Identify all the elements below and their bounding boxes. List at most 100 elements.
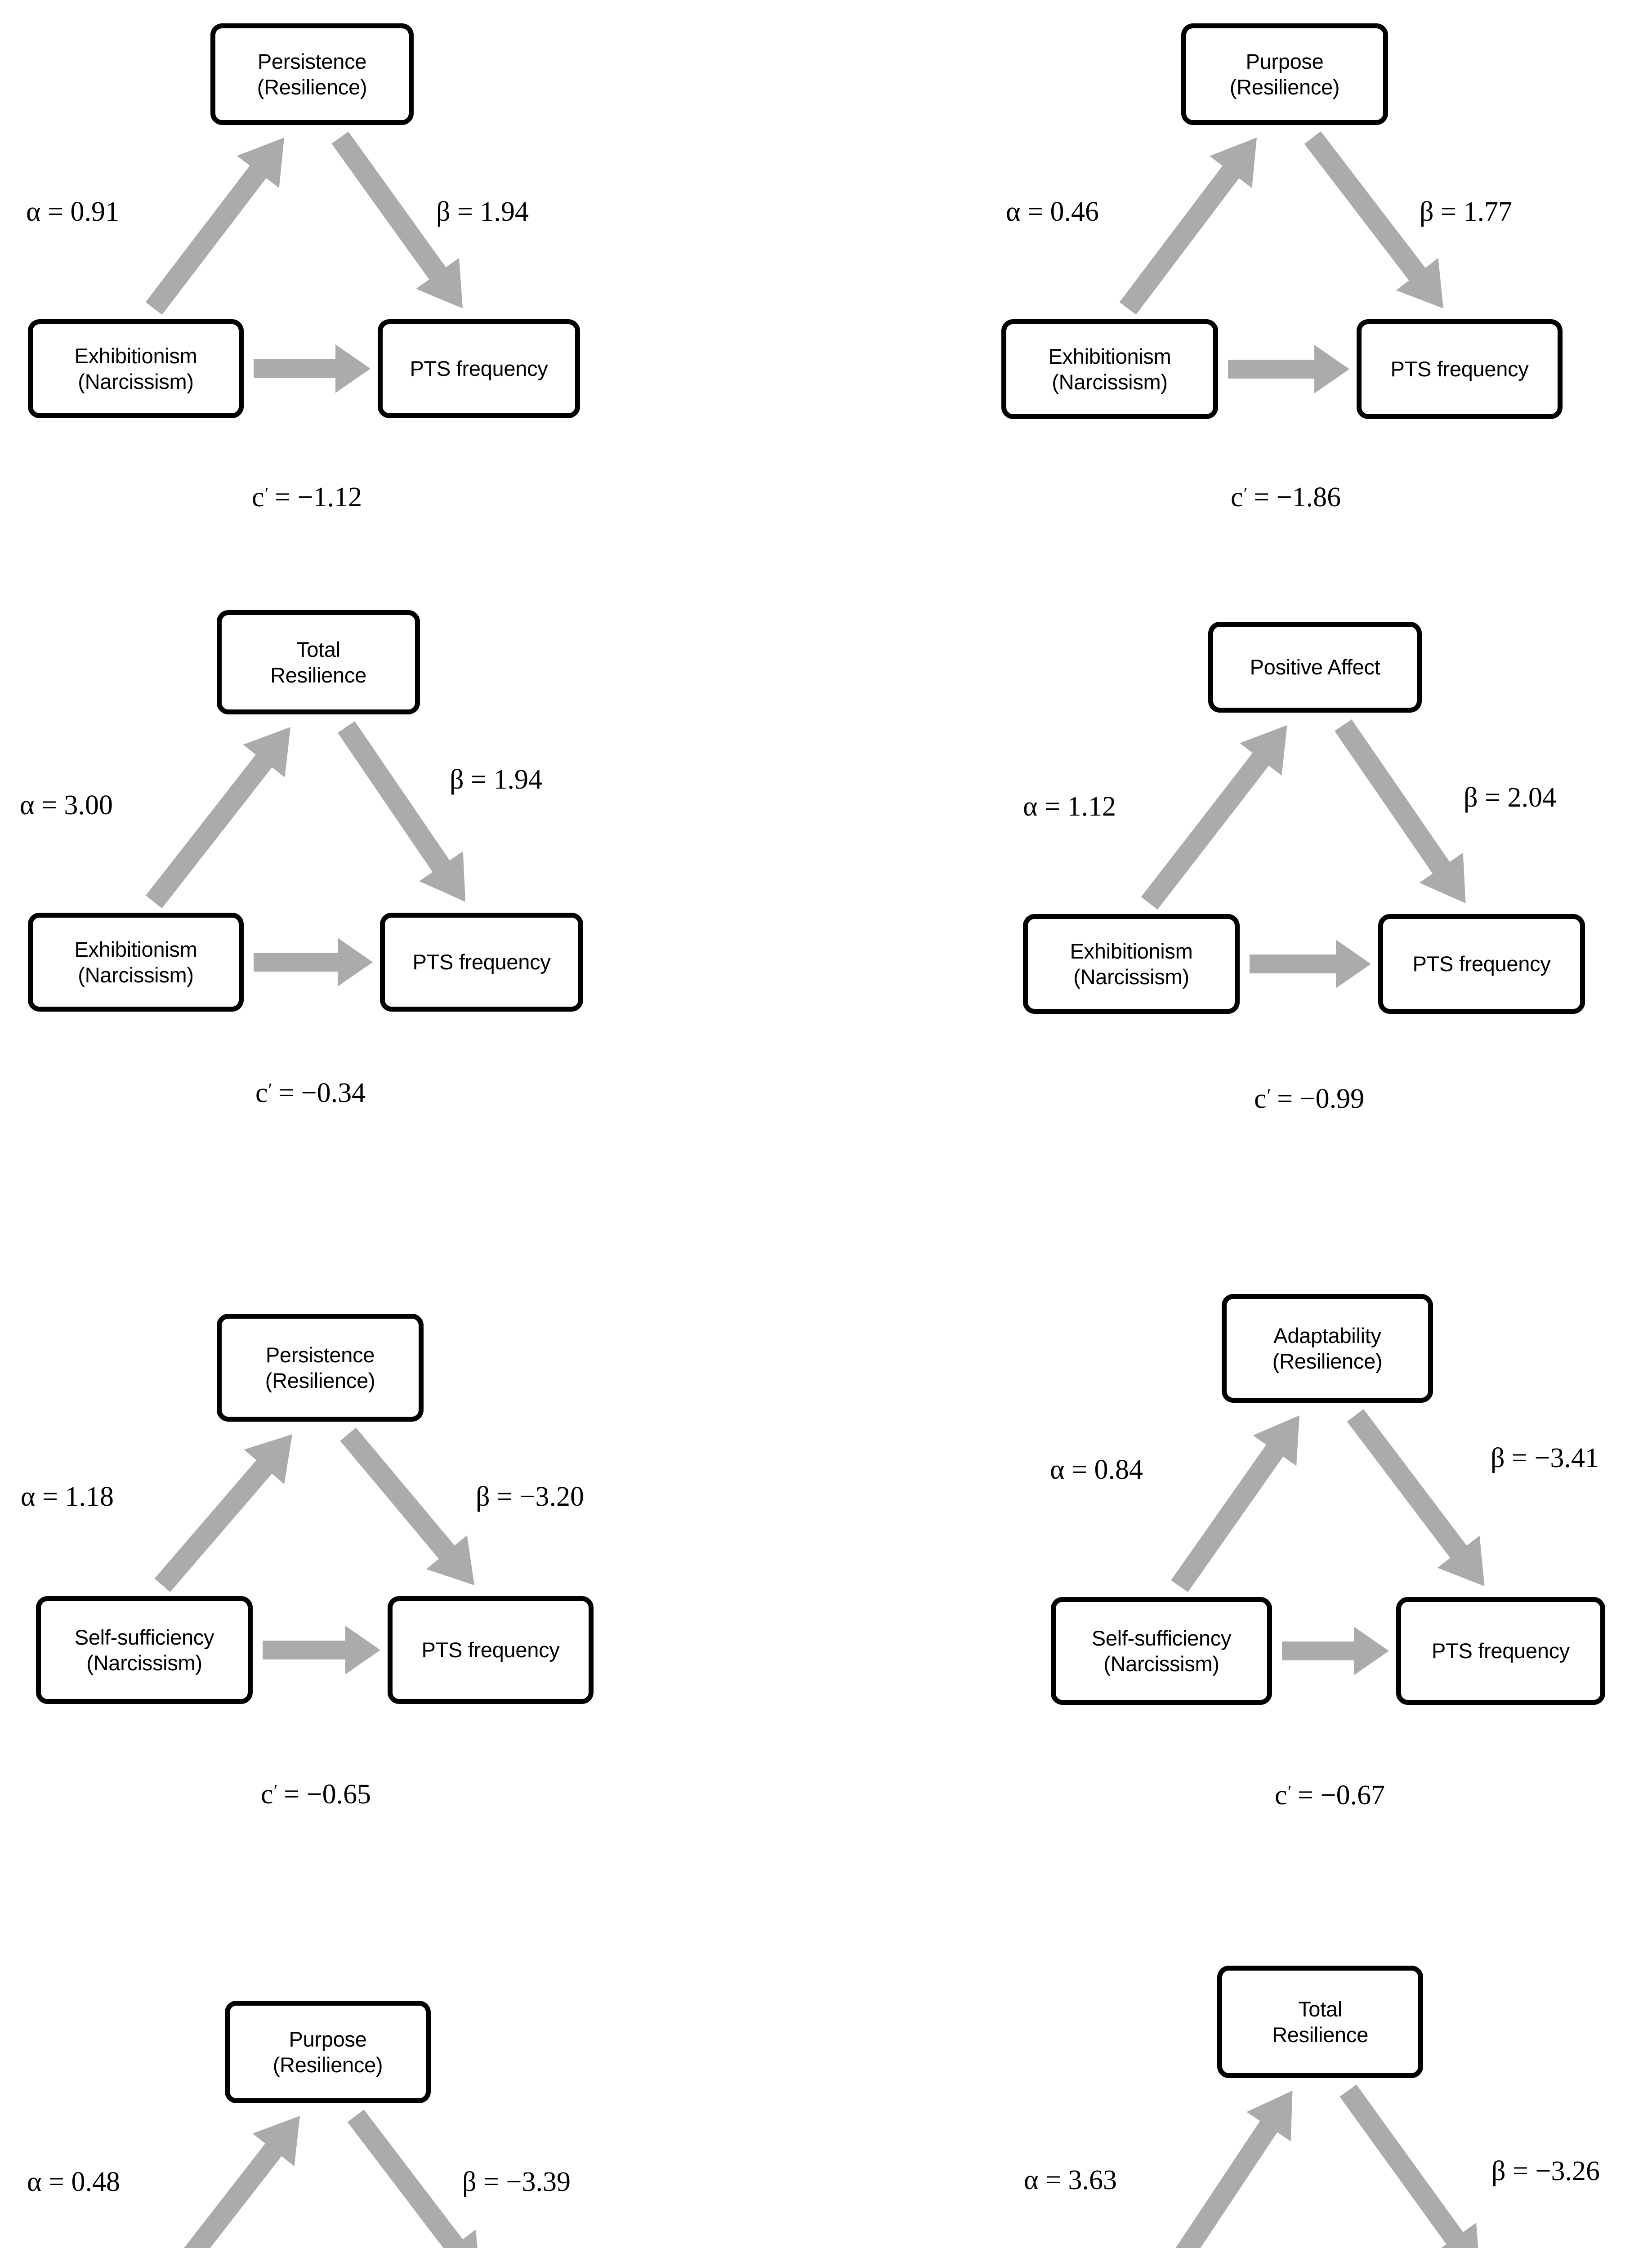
c-prime-symbol: c bbox=[252, 482, 264, 513]
alpha-coefficient-label: α = 3.63 bbox=[1024, 2165, 1117, 2195]
predictor-label: Exhibitionism (Narcissism) bbox=[74, 937, 197, 987]
prime-mark: ′ bbox=[264, 484, 269, 505]
beta-coefficient-label: β = 2.04 bbox=[1464, 782, 1557, 813]
arrow-b-path-shape bbox=[340, 1427, 474, 1585]
outcome-box: PTS frequency bbox=[378, 319, 580, 418]
prime-mark: ′ bbox=[1287, 1782, 1292, 1803]
beta-coefficient-label: β = 1.94 bbox=[436, 196, 529, 227]
predictor-box: Exhibitionism (Narcissism) bbox=[1001, 319, 1218, 419]
prime-mark: ′ bbox=[1243, 484, 1248, 505]
predictor-label: Self-sufficiency (Narcissism) bbox=[1091, 1626, 1232, 1676]
beta-coefficient-label: β = 1.77 bbox=[1420, 196, 1513, 227]
beta-coefficient-label: β = −3.39 bbox=[462, 2167, 571, 2197]
arrow-a-path-shape bbox=[184, 2116, 300, 2248]
arrow-a-path-shape bbox=[1175, 2091, 1292, 2248]
mediator-box: Positive Affect bbox=[1208, 622, 1422, 713]
arrow-b-path-shape bbox=[1347, 1409, 1485, 1586]
arrow-c-path-shape bbox=[263, 1626, 380, 1674]
outcome-box: PTS frequency bbox=[1378, 914, 1585, 1014]
mediator-label: Purpose (Resilience) bbox=[1229, 49, 1340, 99]
mediation-panel: Persistence (Resilience) Self-sufficiency… bbox=[0, 1214, 826, 1859]
predictor-label: Exhibitionism (Narcissism) bbox=[1070, 939, 1193, 989]
c-prime-coefficient-label: c′ = −0.65 bbox=[261, 1780, 371, 1808]
arrow-c-path-shape bbox=[1250, 940, 1371, 988]
c-prime-symbol: c bbox=[261, 1779, 273, 1810]
outcome-label: PTS frequency bbox=[1412, 952, 1551, 976]
arrow-b-path-shape bbox=[338, 721, 465, 902]
mediator-box: Total Resilience bbox=[217, 610, 420, 714]
arrow-a-path-shape bbox=[1171, 1415, 1299, 1592]
mediator-label: Total Resilience bbox=[1272, 1997, 1368, 2047]
c-prime-value: = −1.12 bbox=[275, 482, 362, 513]
c-prime-symbol: c bbox=[1231, 482, 1243, 513]
arrow-b-path-shape bbox=[347, 2110, 478, 2248]
outcome-label: PTS frequency bbox=[410, 357, 548, 381]
mediator-label: Adaptability (Resilience) bbox=[1272, 1323, 1383, 1373]
arrow-a-path-shape bbox=[1119, 138, 1257, 315]
beta-coefficient-label: β = −3.20 bbox=[476, 1481, 584, 1512]
predictor-box: Self-sufficiency (Narcissism) bbox=[36, 1596, 253, 1704]
c-prime-symbol: c bbox=[1275, 1780, 1287, 1811]
c-prime-coefficient-label: c′ = −0.99 bbox=[1254, 1085, 1364, 1113]
alpha-coefficient-label: α = 1.12 bbox=[1023, 791, 1116, 822]
mediation-panel: Persistence (Resilience) Exhibitionism (N… bbox=[0, 0, 826, 645]
c-prime-symbol: c bbox=[255, 1078, 268, 1108]
outcome-box: PTS frequency bbox=[388, 1596, 594, 1704]
mediator-label: Persistence (Resilience) bbox=[257, 49, 367, 99]
mediator-box: Adaptability (Resilience) bbox=[1222, 1294, 1433, 1403]
prime-mark: ′ bbox=[273, 1781, 278, 1802]
alpha-coefficient-label: α = 0.91 bbox=[26, 196, 119, 227]
arrow-c-path-shape bbox=[254, 938, 373, 986]
outcome-label: PTS frequency bbox=[1390, 357, 1529, 381]
c-prime-value: = −0.99 bbox=[1277, 1084, 1365, 1114]
predictor-box: Exhibitionism (Narcissism) bbox=[28, 913, 244, 1012]
alpha-coefficient-label: α = 3.00 bbox=[20, 790, 113, 821]
arrow-c-path-shape bbox=[1228, 345, 1349, 393]
outcome-box: PTS frequency bbox=[1396, 1597, 1605, 1705]
outcome-box: PTS frequency bbox=[380, 913, 583, 1012]
mediation-panel: Adaptability (Resilience) Self-sufficienc… bbox=[826, 1214, 1652, 1859]
alpha-coefficient-label: α = 0.84 bbox=[1050, 1454, 1143, 1485]
beta-coefficient-label: β = 1.94 bbox=[450, 764, 543, 795]
c-prime-value: = −0.34 bbox=[278, 1078, 366, 1108]
mediation-panel: Total ResilienceSelf-sufficiency (Narcis… bbox=[826, 1947, 1652, 2248]
c-prime-value: = −1.86 bbox=[1254, 482, 1341, 513]
mediator-box: Persistence (Resilience) bbox=[217, 1314, 424, 1422]
mediator-box: Purpose (Resilience) bbox=[1181, 23, 1388, 125]
arrow-a-path-shape bbox=[145, 727, 290, 909]
predictor-label: Exhibitionism (Narcissism) bbox=[1048, 344, 1171, 394]
c-prime-symbol: c bbox=[1254, 1084, 1267, 1114]
prime-mark: ′ bbox=[268, 1079, 272, 1101]
c-prime-coefficient-label: c′ = −0.67 bbox=[1275, 1781, 1385, 1809]
alpha-coefficient-label: α = 0.48 bbox=[27, 2167, 120, 2197]
predictor-box: Exhibitionism (Narcissism) bbox=[1023, 914, 1240, 1014]
predictor-box: Exhibitionism (Narcissism) bbox=[28, 319, 244, 418]
mediation-panel: Purpose (Resilience) Exhibitionism (Narci… bbox=[826, 0, 1652, 645]
alpha-coefficient-label: α = 1.18 bbox=[21, 1481, 114, 1512]
predictor-box: Self-sufficiency (Narcissism) bbox=[1051, 1597, 1272, 1705]
arrow-a-path-shape bbox=[1141, 725, 1287, 910]
outcome-label: PTS frequency bbox=[1432, 1639, 1570, 1663]
beta-coefficient-label: β = −3.41 bbox=[1491, 1443, 1599, 1473]
arrow-a-path-shape bbox=[145, 138, 284, 315]
mediator-label: Positive Affect bbox=[1250, 655, 1380, 679]
c-prime-coefficient-label: c′ = −0.34 bbox=[255, 1079, 366, 1107]
predictor-label: Self-sufficiency (Narcissism) bbox=[74, 1625, 214, 1675]
arrow-b-path-shape bbox=[1334, 719, 1465, 903]
beta-coefficient-label: β = −3.26 bbox=[1491, 2156, 1600, 2186]
mediator-label: Total Resilience bbox=[270, 637, 366, 687]
arrow-b-path-shape bbox=[1339, 2084, 1478, 2248]
predictor-label: Exhibitionism (Narcissism) bbox=[74, 343, 197, 393]
mediator-label: Persistence (Resilience) bbox=[265, 1343, 375, 1392]
alpha-coefficient-label: α = 0.46 bbox=[1006, 196, 1099, 227]
c-prime-value: = −0.67 bbox=[1298, 1780, 1385, 1811]
prime-mark: ′ bbox=[1267, 1085, 1271, 1106]
mediator-label: Purpose (Resilience) bbox=[272, 2027, 383, 2077]
mediation-panel: Purpose (Resilience)Self-sufficiency (Na… bbox=[0, 1947, 826, 2248]
arrow-a-path-shape bbox=[154, 1434, 292, 1592]
c-prime-coefficient-label: c′ = −1.86 bbox=[1231, 483, 1341, 511]
outcome-label: PTS frequency bbox=[412, 950, 551, 974]
